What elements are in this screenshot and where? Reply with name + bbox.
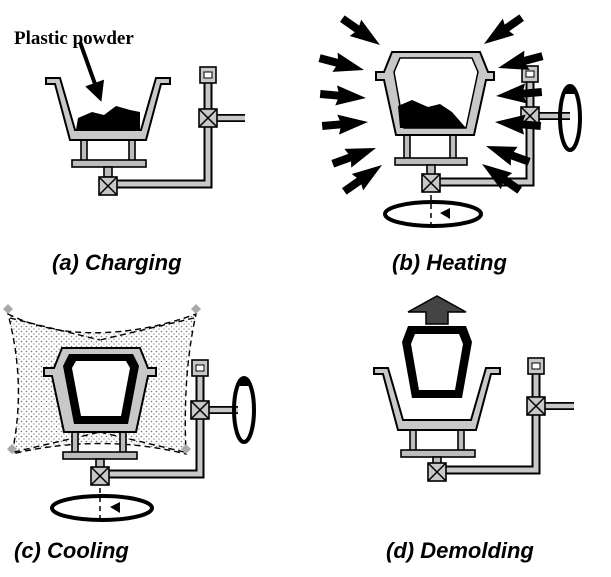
mold-cavity	[45, 77, 171, 141]
plastic-powder-label: Plastic powder	[14, 28, 134, 49]
caption-demolding: (d) Demolding	[386, 538, 534, 563]
mold-base	[394, 157, 468, 166]
pointer-arrow	[78, 41, 105, 102]
panel-charging: Plastic powder (a) Charging	[14, 28, 245, 275]
rotation-valve-icon	[98, 176, 118, 196]
mold-leg	[449, 134, 457, 160]
valve-icon	[190, 400, 210, 420]
rotation-valve-icon	[90, 466, 110, 486]
valve-icon	[198, 108, 218, 128]
heat-arrow-icon	[336, 10, 386, 54]
caption-charging: (a) Charging	[52, 250, 182, 275]
mold-leg	[409, 429, 417, 453]
mold-leg	[457, 429, 465, 453]
heat-arrow-icon	[478, 9, 528, 53]
part-interior	[72, 361, 130, 416]
rotation-arrowhead	[440, 208, 450, 219]
heat-arrow-icon	[495, 82, 543, 106]
gauge-icon	[527, 357, 545, 375]
panel-cooling: (c) Cooling	[3, 304, 256, 563]
rotation-valve-icon	[421, 173, 441, 193]
mold-base	[71, 159, 147, 168]
rotation-arrowhead	[237, 376, 250, 386]
rotation-arrowhead	[110, 502, 120, 513]
mold-leg	[403, 134, 411, 160]
lift-arrow-icon	[407, 295, 467, 325]
rotation-arrow-horizontal	[50, 494, 154, 522]
mold-base	[400, 449, 476, 458]
rotation-arrow-horizontal	[383, 200, 483, 228]
rotation-valve-icon	[427, 462, 447, 482]
mold-leg	[71, 429, 79, 455]
caption-heating: (b) Heating	[392, 250, 507, 275]
heat-arrow-icon	[338, 156, 388, 200]
plastic-powder-shape	[76, 106, 140, 130]
panel-demolding: (d) Demolding	[373, 295, 574, 563]
mold-leg	[128, 139, 136, 163]
mold-leg	[119, 429, 127, 455]
melting-powder-shape	[398, 100, 466, 128]
panel-heating: (b) Heating	[316, 9, 582, 275]
heat-arrow-icon	[319, 84, 367, 108]
molded-part-interior	[411, 334, 463, 390]
heat-arrow-icon	[329, 138, 380, 174]
gauge-icon	[191, 359, 209, 377]
open-mold	[373, 367, 501, 431]
shaft	[103, 166, 113, 178]
gauge-icon	[199, 66, 217, 84]
heat-arrow-icon	[482, 136, 533, 172]
heat-arrow-icon	[321, 112, 369, 136]
mold-base	[62, 451, 138, 460]
rotation-arrowhead	[563, 84, 576, 94]
heat-arrow-icon	[316, 48, 367, 80]
heat-arrow-icon	[476, 155, 526, 199]
valve-icon	[526, 396, 546, 416]
caption-cooling: (c) Cooling	[14, 538, 129, 563]
mold-leg	[80, 139, 88, 163]
